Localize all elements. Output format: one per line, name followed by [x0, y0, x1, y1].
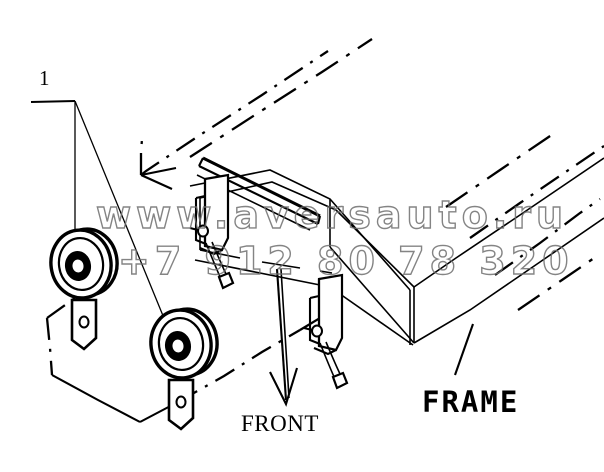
- phantom-outline-right: [445, 131, 604, 311]
- front-direction-arrow: [269, 268, 299, 407]
- frame-leader: [454, 323, 474, 376]
- front-direction-label: FRONT: [241, 411, 319, 436]
- callout-label-1: 1: [39, 66, 50, 90]
- horn-bracket-right: [303, 273, 349, 390]
- horn-right: [149, 307, 219, 431]
- horn-left: [49, 227, 119, 351]
- frame-rail: [189, 157, 604, 346]
- phantom-outline-upper: [139, 38, 373, 190]
- horn-bracket-left: [189, 173, 235, 290]
- callout-leader-1: [30, 99, 176, 346]
- frame-label: FRAME: [422, 385, 520, 419]
